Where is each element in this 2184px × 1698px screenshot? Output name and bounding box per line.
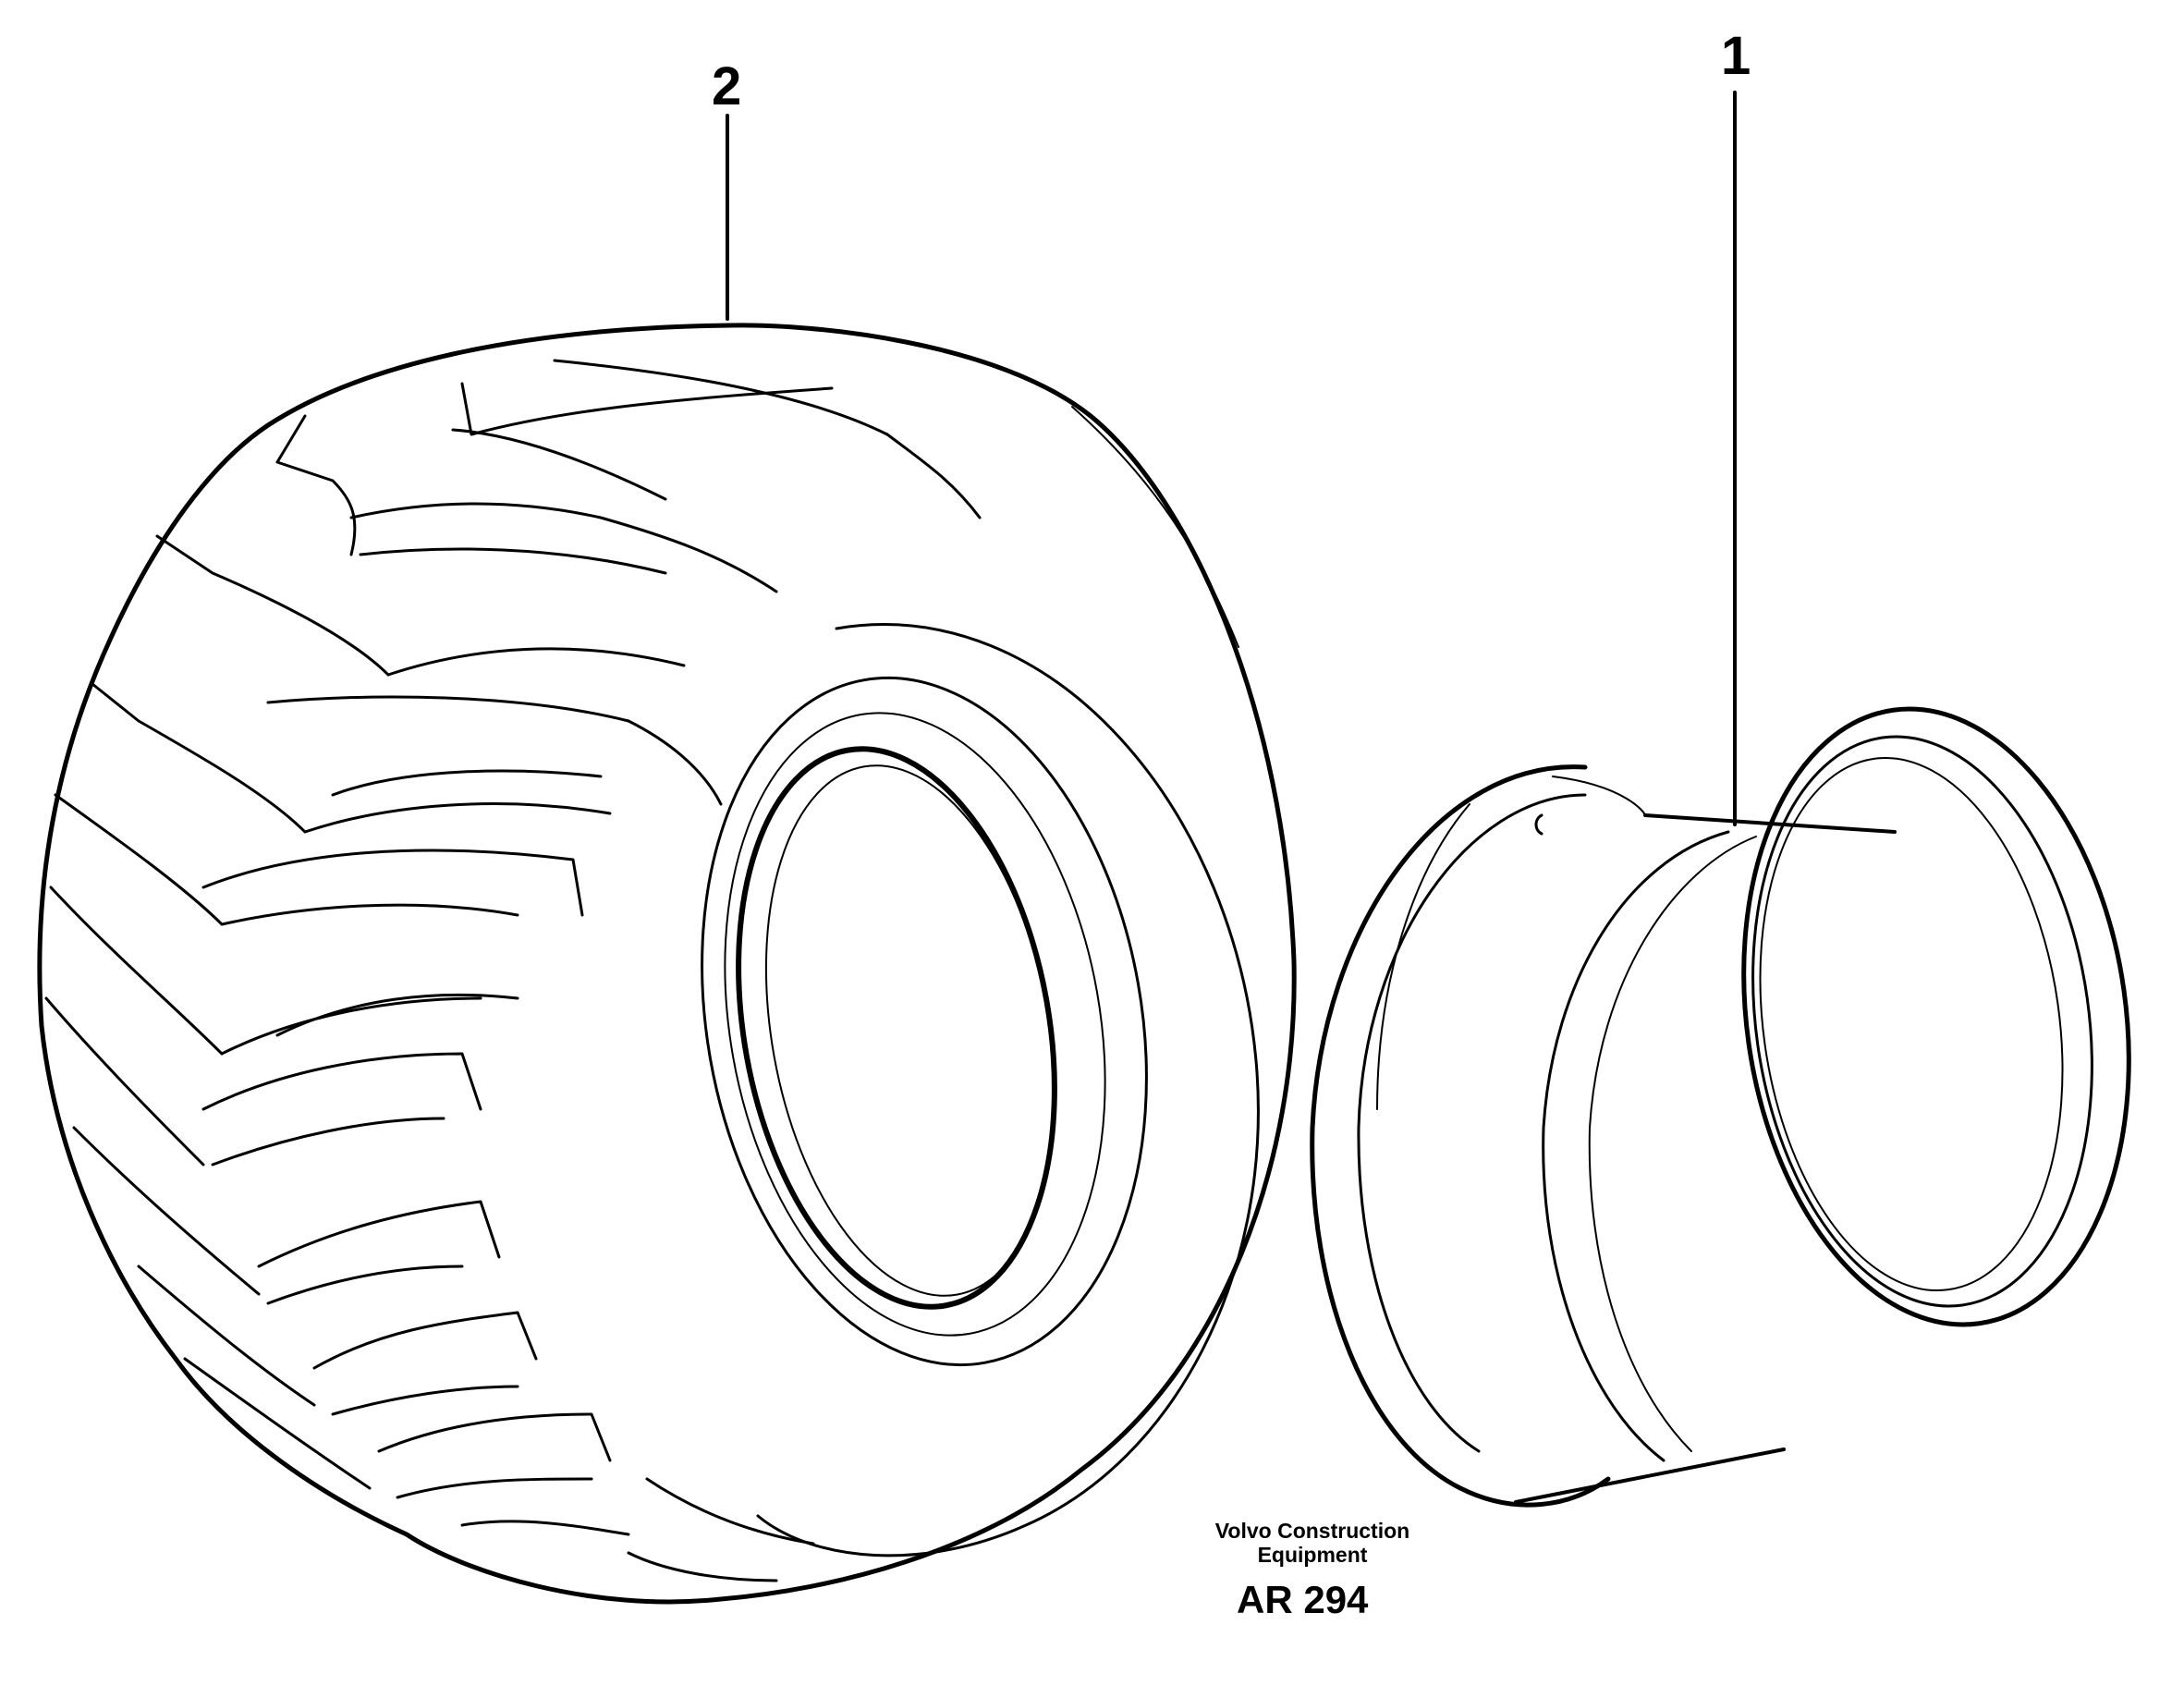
rim-barrel-curve-3 xyxy=(1376,803,1470,1110)
rim-back-flange-edge xyxy=(1552,776,1646,816)
callout-number-tyre: 2 xyxy=(712,56,742,116)
rim-illustration xyxy=(1310,706,2131,1508)
rim-valve-hole xyxy=(1534,813,1543,836)
illustration-reference: AR 294 xyxy=(1237,1578,1369,1621)
tyre-sidewall-edge xyxy=(756,623,1260,1558)
rim-back-flange-inner xyxy=(1357,793,1587,1453)
rim-back-flange xyxy=(1310,764,1611,1508)
rim-outer-flange-inner xyxy=(1751,735,2093,1308)
credit-line-1: Volvo Construction xyxy=(1214,1519,1410,1543)
credit-line-2: Equipment xyxy=(1257,1543,1368,1568)
tyre-bead-mid xyxy=(724,712,1106,1337)
rim-barrel-curve-1 xyxy=(1542,830,1730,1462)
rim-barrel-top xyxy=(1643,813,1897,834)
tyre-opening-inner xyxy=(764,764,1056,1297)
tyre-sidewall-ridge xyxy=(1071,406,1239,648)
tyre-tread xyxy=(44,359,982,1582)
callout-number-rim: 1 xyxy=(1721,26,1751,86)
tyre-bead-outer xyxy=(701,676,1148,1367)
rim-outer-flange-lip xyxy=(1759,756,2064,1292)
tyre-opening xyxy=(736,746,1057,1310)
tyre-illustration xyxy=(37,323,1297,1605)
manufacturer-credit: Volvo Construction Equipment xyxy=(1192,1519,1433,1568)
rim-barrel-curve-2 xyxy=(1588,836,1757,1452)
rim-barrel-bottom xyxy=(1514,1448,1786,1504)
rim-outer-flange xyxy=(1741,706,2131,1327)
tyre-outline xyxy=(37,323,1297,1605)
